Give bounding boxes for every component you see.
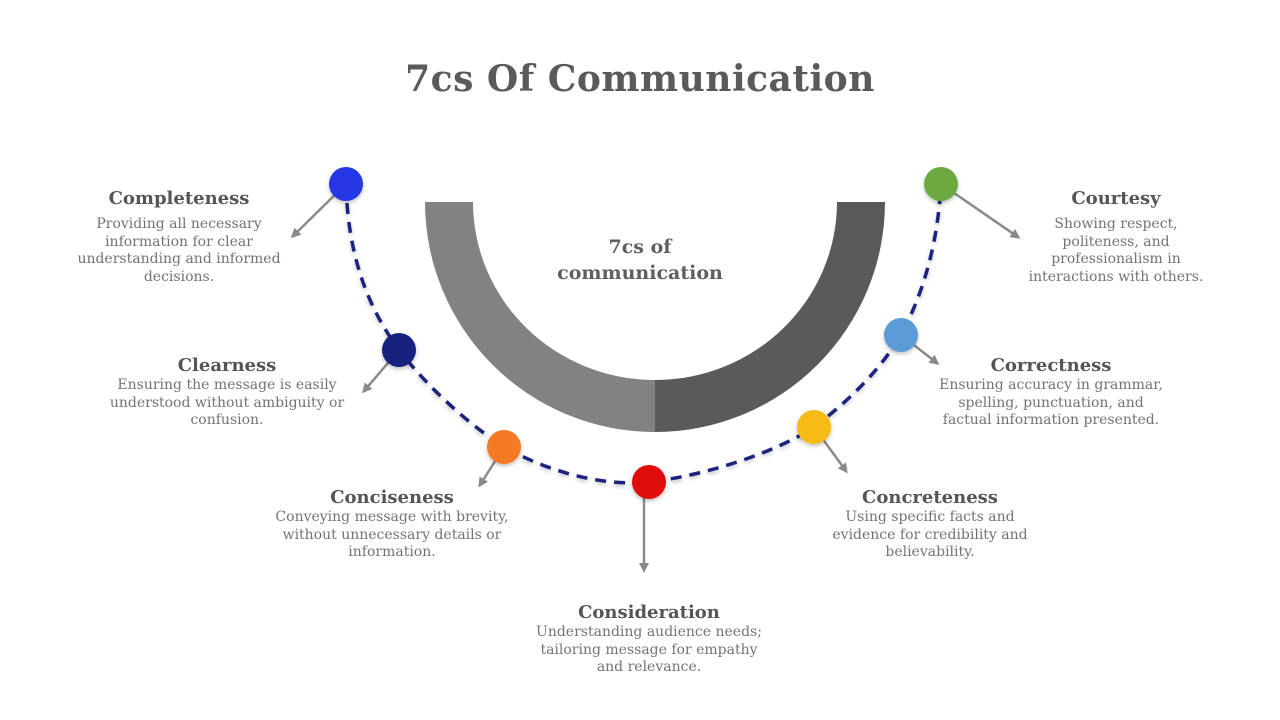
item-description: Conveying message with brevity, without … [275, 509, 509, 560]
item-description: Understanding audience needs; tailoring … [536, 624, 762, 675]
item-title: Correctness [990, 355, 1112, 376]
slide-title: 7cs Of Communication [405, 58, 875, 100]
item-title: Conciseness [330, 487, 454, 508]
node-conciseness [487, 430, 521, 464]
item-title: Clearness [177, 355, 277, 376]
item-consideration: Consideration Understanding audience nee… [532, 602, 766, 677]
center-label-line2: communication [557, 262, 723, 284]
item-description: Providing all necessary information for … [77, 216, 281, 285]
item-title: Completeness [108, 188, 250, 209]
item-description: Using specific facts and evidence for cr… [832, 509, 1028, 560]
node-clearness [382, 333, 416, 367]
item-title: Courtesy [1071, 188, 1161, 209]
item-title: Concreteness [862, 487, 998, 508]
arc-right-half [655, 202, 885, 432]
item-description: Ensuring accuracy in grammar, spelling, … [939, 377, 1163, 428]
center-label-line1: 7cs of [608, 236, 672, 258]
item-courtesy: Courtesy Showing respect, politeness, an… [1024, 188, 1208, 286]
arc-left-half [425, 202, 655, 432]
item-clearness: Clearness Ensuring the message is easily… [106, 355, 348, 430]
item-conciseness: Conciseness Conveying message with brevi… [272, 487, 512, 562]
node-courtesy [924, 167, 958, 201]
item-description: Showing respect, politeness, and profess… [1028, 216, 1204, 285]
node-correctness [884, 318, 918, 352]
node-completeness [329, 167, 363, 201]
node-concreteness [797, 410, 831, 444]
center-label: 7cs of communication [540, 234, 740, 286]
item-concreteness: Concreteness Using specific facts and ev… [826, 487, 1034, 562]
item-description: Ensuring the message is easily understoo… [109, 377, 345, 428]
item-correctness: Correctness Ensuring accuracy in grammar… [936, 355, 1166, 430]
node-consideration [632, 465, 666, 499]
item-title: Consideration [578, 602, 720, 623]
item-completeness: Completeness Providing all necessary inf… [74, 188, 284, 286]
